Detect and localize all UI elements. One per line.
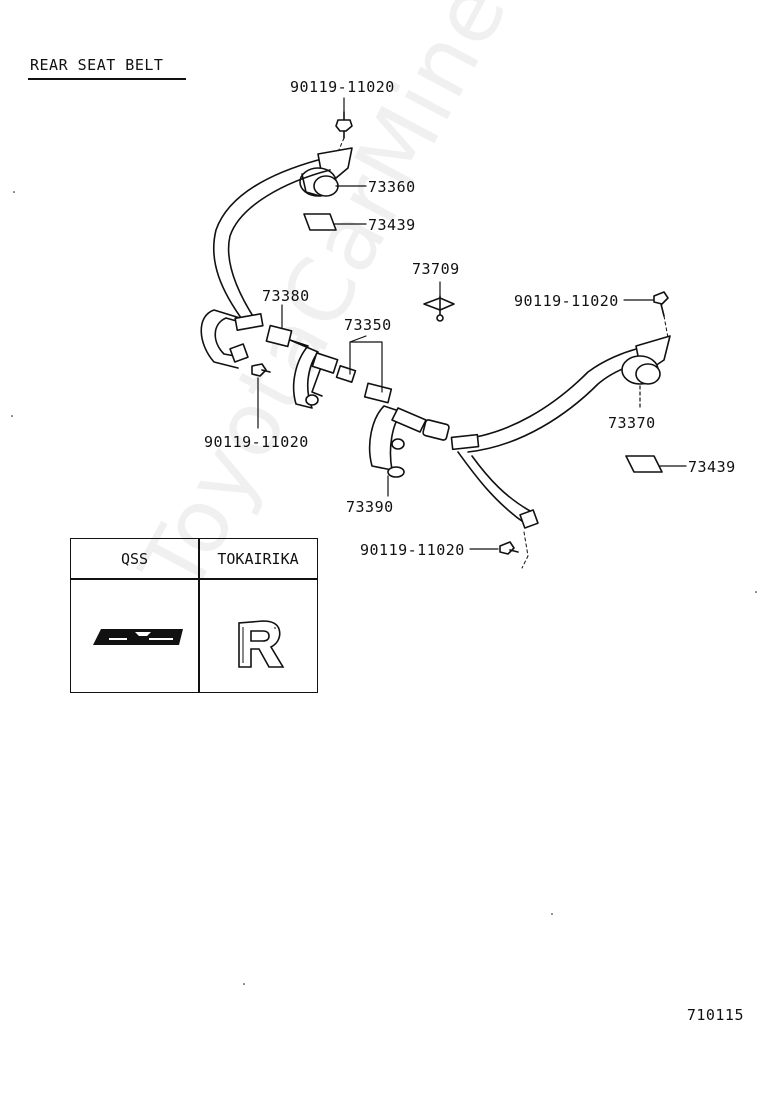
legend-header-tokairika: TOKAIRIKA [217,549,299,568]
callout-73390: 73390 [346,498,394,516]
diagram-title: REAR SEAT BELT [30,56,164,74]
manufacturer-legend: QSS TOKAIRIKA [70,538,318,693]
leader-bolt-bottom-dash [521,531,529,569]
legend-column-divider [198,539,200,692]
diagram-page-number: 710115 [686,1006,744,1024]
retractor-left-icon [299,147,353,197]
callout-73360: 73360 [368,178,416,196]
callout-73439-right: 73439 [688,458,736,476]
clip-73709-icon [423,295,455,322]
bolt-top-icon [335,111,353,139]
leader-73350 [349,341,383,393]
belt-anchor-left [229,343,249,363]
pad-right-icon [625,455,663,473]
callout-bolt-top: 90119-11020 [290,78,395,96]
buckle-lower-73390-icon [368,405,450,478]
title-underline [28,78,186,80]
leader-73350-mid [349,335,367,343]
qss-logo-icon [93,629,183,645]
callout-bolt-left: 90119-11020 [204,433,309,451]
bolt-right-icon [653,291,669,317]
callout-73370: 73370 [608,414,656,432]
retractor-right-icon [621,335,671,385]
leader-bolt-right-dash [663,315,669,339]
callout-bolt-bottom: 90119-11020 [360,541,465,559]
bolt-left-icon [251,363,271,377]
callout-bolt-right: 90119-11020 [514,292,619,310]
belt-anchor-bottom [519,509,539,529]
belt-webbing-left [212,159,331,325]
belt-guide-right [450,433,480,451]
bolt-bottom-icon [499,541,519,555]
belt-outer-73380-icon [265,324,319,409]
callout-73709: 73709 [412,260,460,278]
belt-webbing-left-loop [200,309,255,369]
legend-header-qss: QSS [120,549,149,568]
belt-webbing-right [453,347,643,453]
legend-header-divider [71,578,317,580]
tokairika-logo-icon [238,620,285,668]
callout-73439-left: 73439 [368,216,416,234]
belt-guide-left [234,313,264,331]
buckle-center-73350-icon [311,352,393,404]
pad-left-icon [303,213,337,231]
callout-73350: 73350 [344,316,392,334]
callout-73380: 73380 [262,287,310,305]
belt-webbing-right-lower [457,451,533,525]
